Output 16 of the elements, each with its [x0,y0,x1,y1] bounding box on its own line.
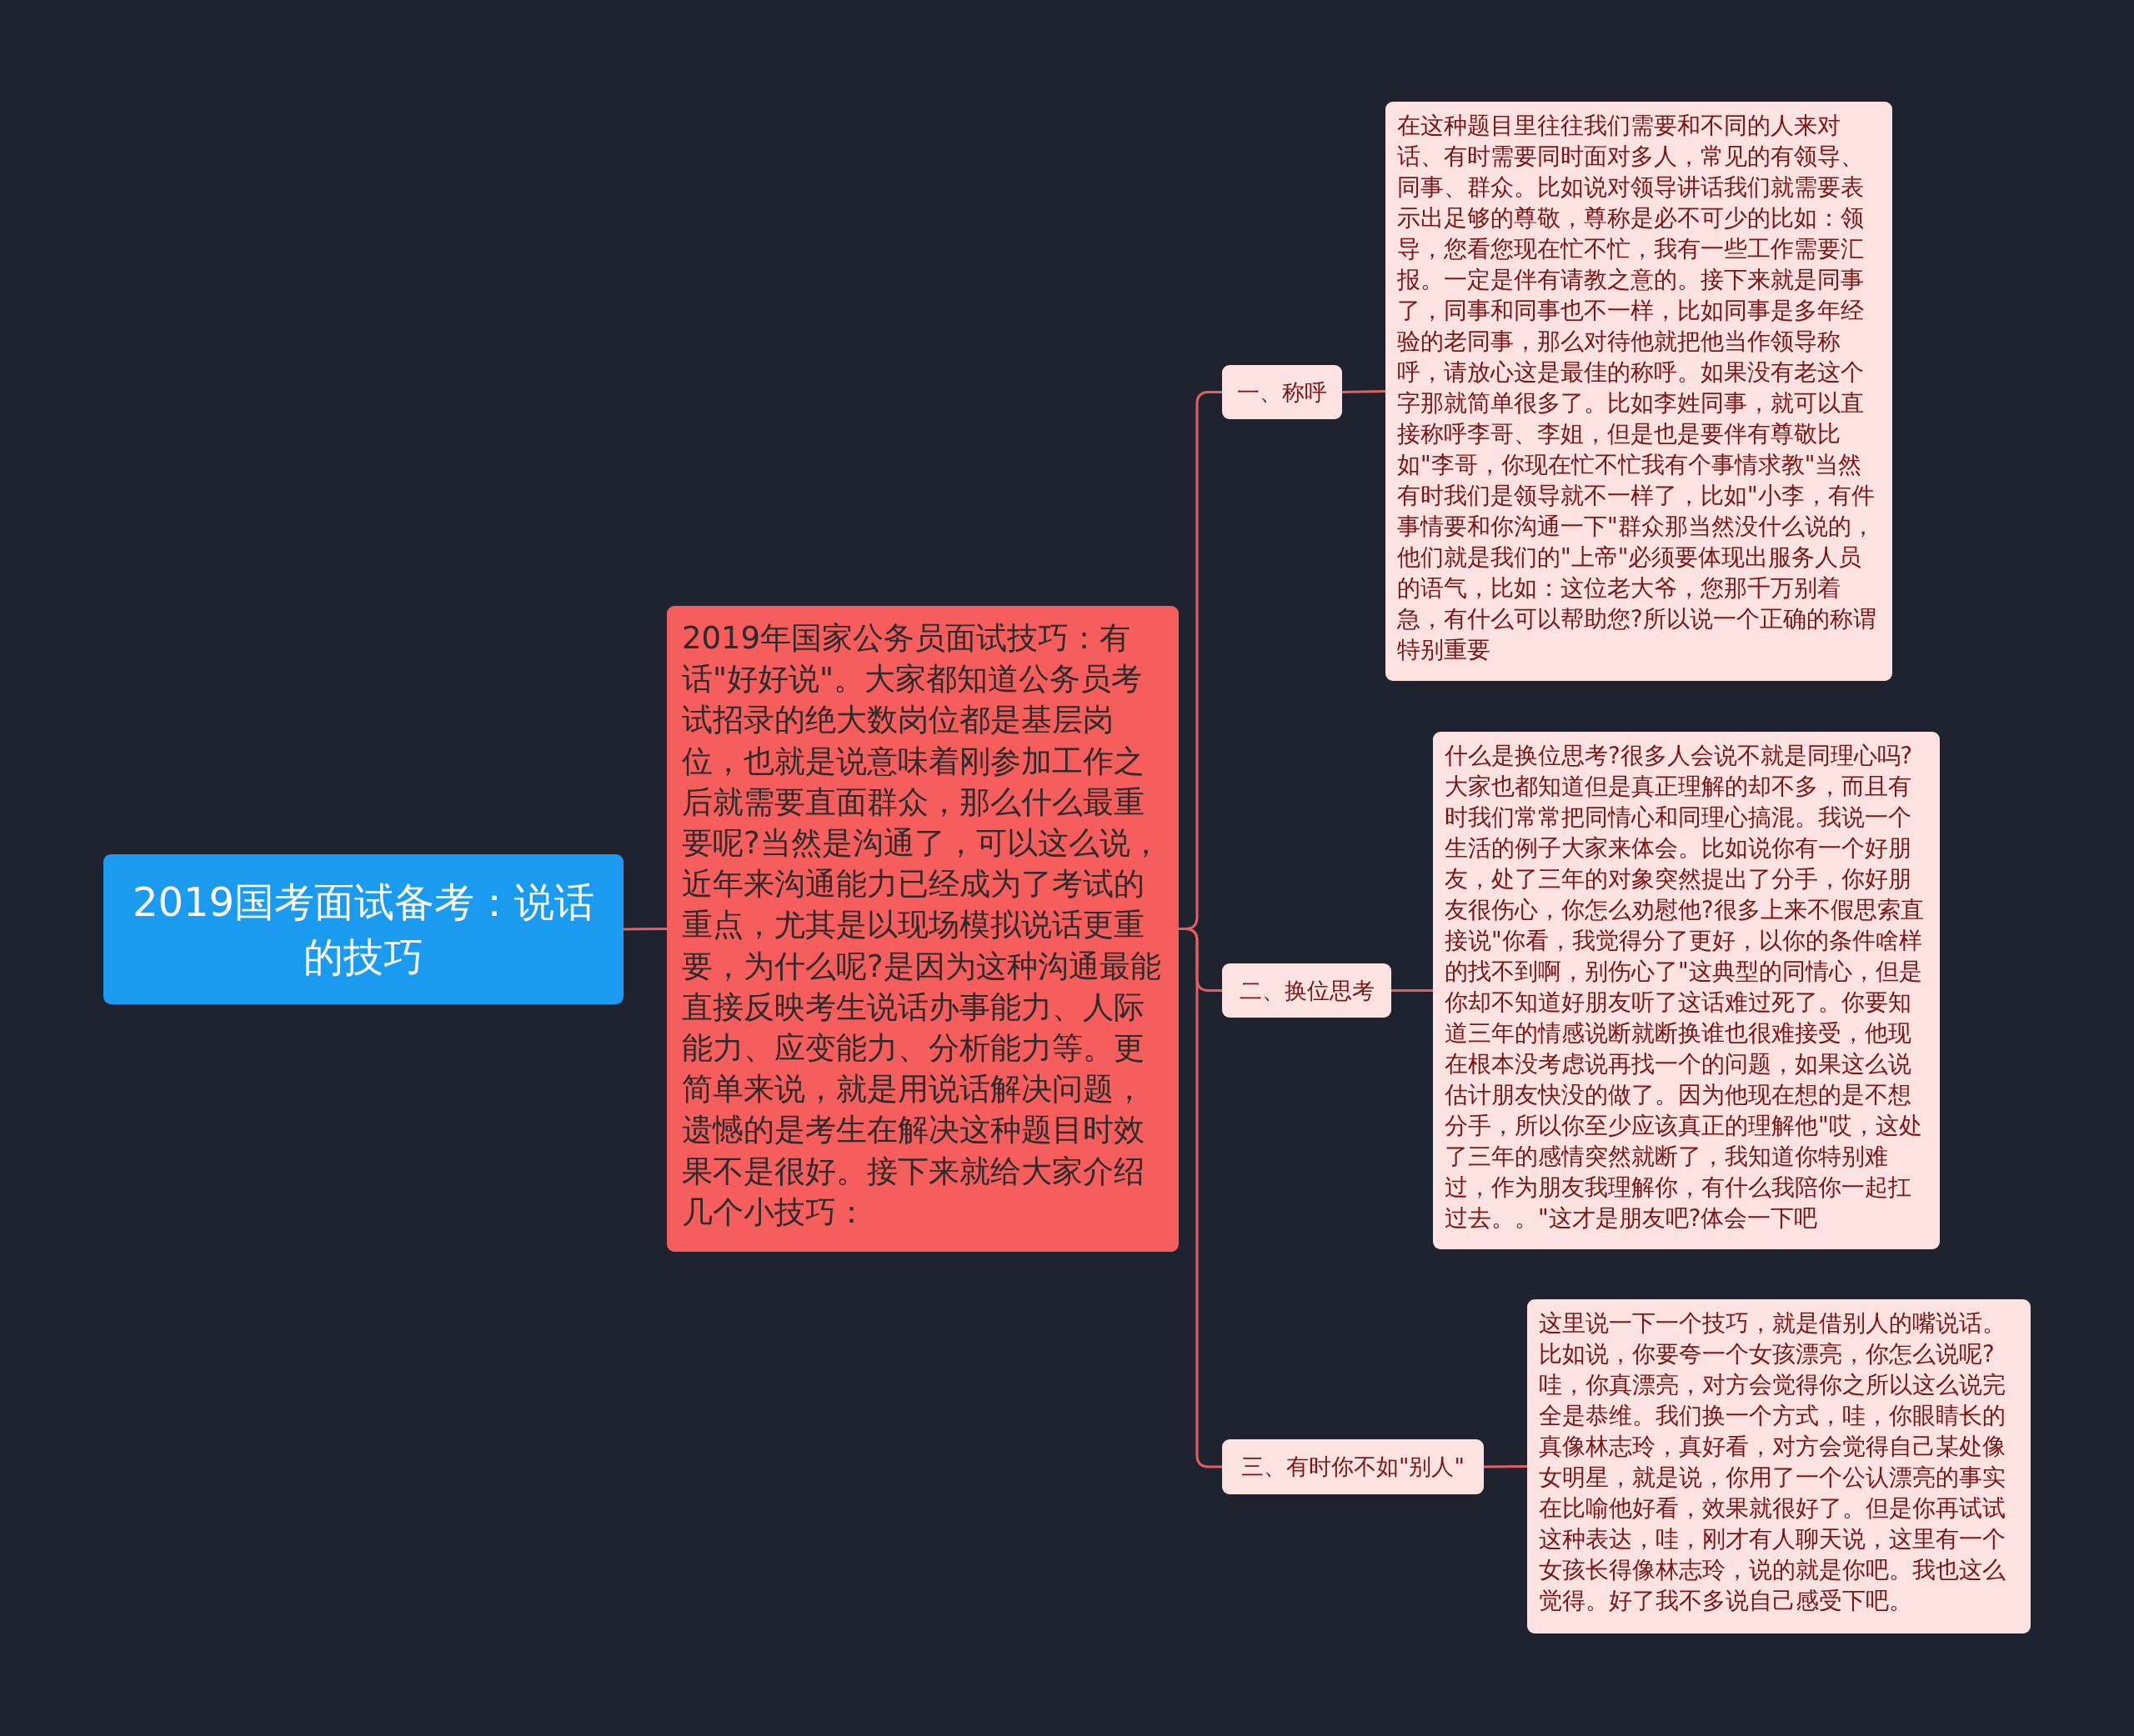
topic-text: 2019年国家公务员面试技巧：有话"好好说"。大家都知道公务员考试招录的绝大数岗位都是基层岗位，也就是说意味着刚参加工作之后就需要直面群众，那么什么最重要呢?当然是沟通了，可以这么说，近年来沟通能力已经成为了考试的重点，尤其是以现场模拟说话更重要，为什么呢?是因为这种沟通最能直接反映考生说话办事能力、人际能力、应变能力、分析能力等。更简单来说，就是用说话解决问题，遗憾的是考生在解决这种题目时效果不是很好。接下来就给大家介绍几个小技巧： [682,619,1162,1232]
topic-text: 三、有时你不如"别人" [1241,1453,1465,1481]
branch-topic-box [1222,963,1391,1018]
root-topic-box [103,854,624,1004]
topic-text: 2019国考面试备考：说话的技巧 [131,878,596,982]
connector-line [1341,390,1386,393]
topic-text: 一、称呼 [1237,378,1327,407]
topic-text: 这里说一下一个技巧，就是借别人的嘴说话。比如说，你要夸一个女孩漂亮，你怎么说呢?哇，你真漂亮，对方会觉得你之所以这么说完全是恭维。我们换一个方式，哇，你眼睛长的真像林志玲，真好看，对方会觉得自己某处像女明星，就是说，你用了一个公认漂亮的事实在比喻他好看，效果就很好了。但是你再试试这种表达，哇，刚才有人聊天说，这里有一个女孩长得像林志玲，说的就是你吧。我也这么觉得。好了我不多说自己感受下吧。 [1539,1308,2006,1615]
connector-line [1484,1465,1527,1468]
connector-line [1391,989,1433,992]
connector-line [624,928,667,931]
branch-topic-box [1222,365,1342,419]
branch-topic-box [1222,1439,1484,1494]
topic-text: 什么是换位思考?很多人会说不就是同理心吗?大家也都知道但是真正理解的却不多，而且有时我们常常把同情心和同理心搞混。我说一个生活的例子大家来体会。比如说你有一个好朋友，处了三年的对象突然提出了分手，你好朋友很伤心，你怎么劝慰他?很多上来不假思索直接说"你看，我觉得分了更好，以你的条件啥样的找不到啊，别伤心了"这典型的同情心，但是你却不知道好朋友听了这话难过死了。你要知道三年的情感说断就断换谁也很难接受，他现在根本没考虑说再找一个的问题，如果这么说估计朋友快没的做了。因为他现在想的是不想分手，所以你至少应该真正的理解他"哎，这处了三年的感情突然就断了，我知道你特别难过，作为朋友我理解你，有什么我陪你一起扛过去。。"这才是朋友吧?体会一下吧 [1445,741,1925,1233]
topic-text: 二、换位思考 [1239,976,1375,1005]
topic-text: 在这种题目里往往我们需要和不同的人来对话、有时需要同时面对多人，常见的有领导、同事、群众。比如说对领导讲话我们就需要表示出足够的尊敬，尊称是必不可少的比如：领导，您看您现在忙不忙，我有一些工作需要汇报。一定是伴有请教之意的。接下来就是同事了，同事和同事也不一样，比如同事是多年经验的老同事，那么对待他就把他当作领导称呼，请放心这是最佳的称呼。如果没有老这个字那就简单很多了。比如李姓同事，就可以直接称呼李哥、李姐，但是也是要伴有尊敬比如"李哥，你现在忙不忙我有个事情求教"当然有时我们是领导就不一样了，比如"小李，有件事情要和你沟通一下"群众那当然没什么说的，他们就是我们的"上帝"必须要体现出服务人员的语气，比如：这位老大爷，您那千万别着急，有什么可以帮助您?所以说一个正确的称谓特别重要 [1397,111,1877,664]
